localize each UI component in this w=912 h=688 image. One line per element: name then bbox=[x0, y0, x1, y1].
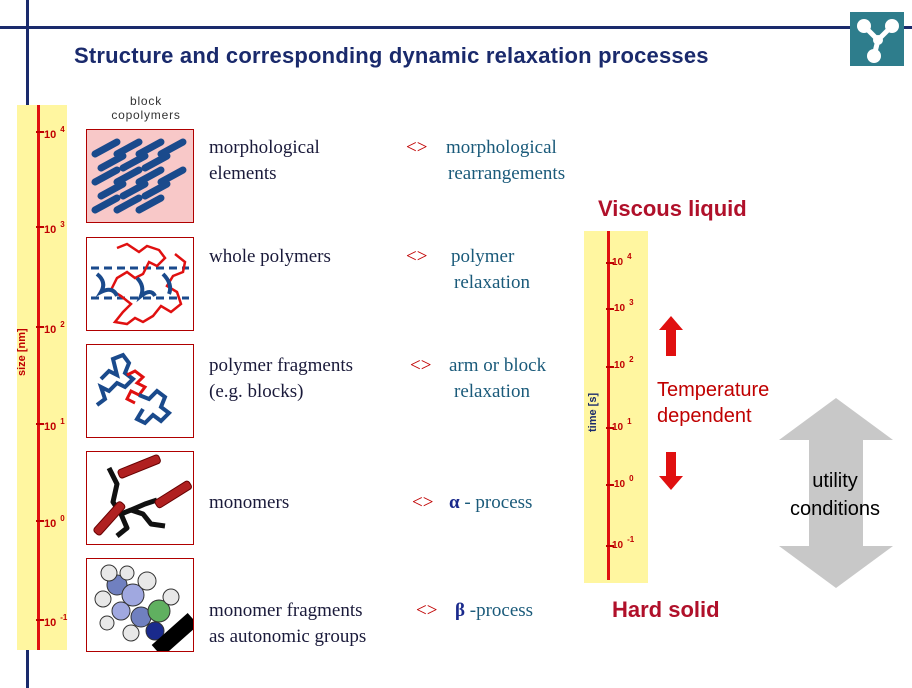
arrow-down-icon bbox=[659, 452, 683, 490]
time-tick-label: 103 bbox=[614, 298, 634, 314]
monomer-fragment-illustration bbox=[86, 558, 194, 652]
time-axis-label: time [s] bbox=[587, 392, 599, 432]
time-tick-label: 100 bbox=[614, 474, 634, 490]
time-tick-label: 10-1 bbox=[612, 535, 635, 551]
arrow-up-icon bbox=[659, 316, 683, 356]
process-label-beta: β -process bbox=[455, 600, 534, 621]
beta-symbol: β bbox=[455, 600, 466, 621]
morphology-illustration bbox=[86, 129, 194, 223]
correspondence-symbol: <> bbox=[406, 137, 428, 158]
size-tick bbox=[36, 619, 44, 621]
alpha-symbol: α bbox=[449, 492, 460, 513]
time-tick bbox=[606, 427, 614, 429]
time-tick-label: 104 bbox=[612, 252, 632, 268]
size-tick bbox=[36, 226, 44, 228]
polymer-fragment-illustration bbox=[86, 344, 194, 438]
correspondence-symbol: <> bbox=[406, 246, 428, 267]
viscous-liquid-label: Viscous liquid bbox=[598, 196, 747, 221]
whole-polymer-illustration bbox=[86, 237, 194, 331]
time-tick bbox=[606, 262, 614, 264]
correspondence-symbol: <> bbox=[410, 355, 432, 376]
time-tick-label: 102 bbox=[614, 355, 634, 371]
logo bbox=[850, 12, 904, 66]
time-tick bbox=[606, 308, 614, 310]
process-label-alpha: α - process bbox=[449, 492, 533, 513]
correspondence-symbol: <> bbox=[416, 600, 438, 621]
hard-solid-label: Hard solid bbox=[612, 597, 720, 622]
correspondence-symbol: <> bbox=[412, 492, 434, 513]
structure-label-monomers: monomers bbox=[209, 492, 290, 513]
size-axis-label: size [nm] bbox=[16, 328, 28, 376]
time-tick-label: 101 bbox=[612, 417, 632, 433]
size-tick bbox=[36, 520, 44, 522]
size-tick bbox=[36, 131, 44, 133]
time-axis-line bbox=[607, 231, 610, 580]
time-tick bbox=[606, 545, 614, 547]
structure-label-whole-polymers: whole polymers bbox=[209, 246, 331, 267]
double-arrow-icon bbox=[779, 398, 893, 588]
structure-label-polymer-fragments: polymer fragments(e.g. blocks) bbox=[209, 355, 354, 402]
size-axis-background bbox=[17, 105, 67, 650]
block-copolymers-label: block copolymers bbox=[111, 94, 181, 122]
page-title: Structure and corresponding dynamic rela… bbox=[74, 43, 709, 68]
time-tick bbox=[606, 366, 614, 368]
size-tick bbox=[36, 423, 44, 425]
time-tick bbox=[606, 484, 614, 486]
time-axis-background bbox=[584, 231, 648, 583]
size-axis-line bbox=[37, 105, 40, 650]
size-tick-label: 10-1 bbox=[44, 613, 68, 629]
monomer-illustration bbox=[86, 451, 194, 545]
top-frame-line bbox=[0, 26, 912, 29]
size-tick bbox=[36, 326, 44, 328]
